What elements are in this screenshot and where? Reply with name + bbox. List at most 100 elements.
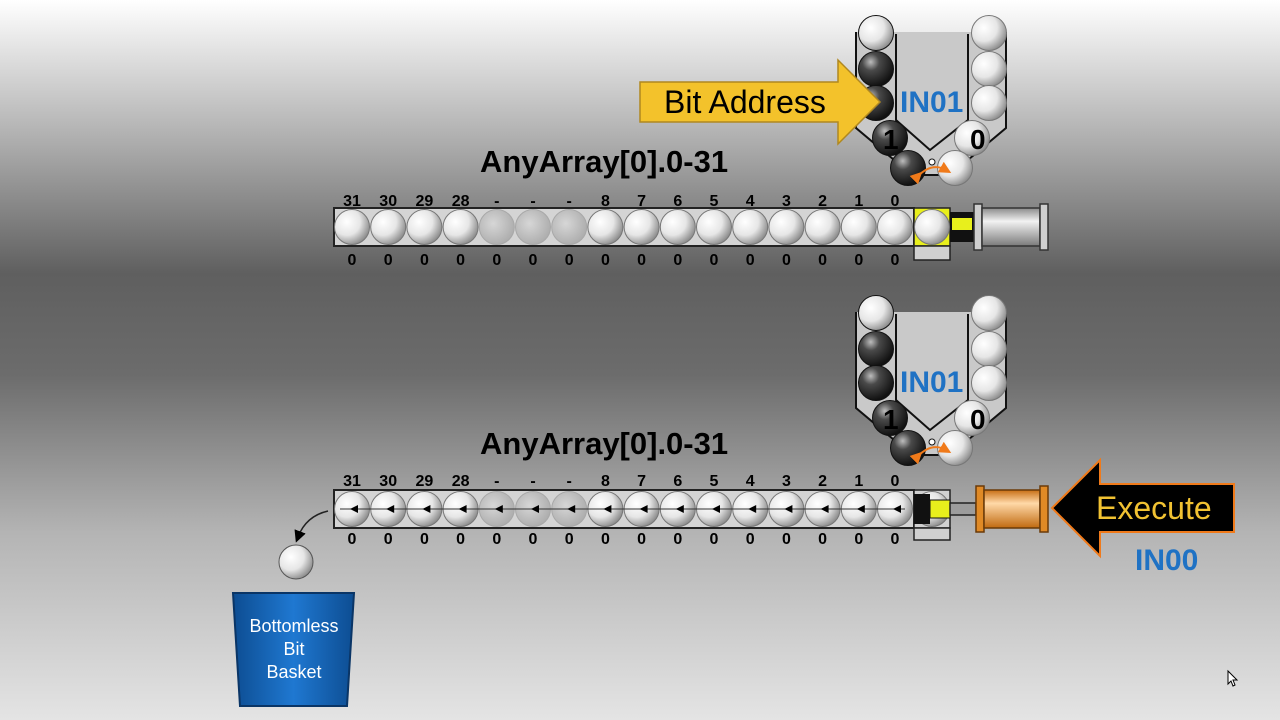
upper-bit-ball <box>587 209 624 245</box>
lower-cylinder-cap-right <box>1039 485 1049 533</box>
upper-bit-label: 3 <box>782 193 791 210</box>
upper-bit-value: 0 <box>384 252 393 269</box>
upper-hopper-zero-ball <box>971 15 1007 51</box>
lower-hopper-one-ball <box>858 295 894 331</box>
lower-bit-label: - <box>494 473 499 490</box>
lower-shift-arrows <box>340 505 905 513</box>
upper-hopper-one-ball <box>890 150 926 186</box>
lower-bit-value: 0 <box>637 531 646 548</box>
lower-gate-pivot <box>928 438 936 446</box>
shift-arrow-icon <box>531 505 539 513</box>
upper-bit-label: 4 <box>746 193 755 210</box>
upper-hopper-zero-ball <box>954 120 990 156</box>
lower-hopper-balls <box>858 295 1007 466</box>
lower-cylinder-cap-left <box>975 485 985 533</box>
upper-hopper-divider <box>895 34 969 152</box>
upper-hopper: 1 0 IN01 <box>855 15 1007 186</box>
basket-shape <box>231 592 356 707</box>
upper-bit-value: 0 <box>818 252 827 269</box>
upper-bit-ball <box>840 209 877 245</box>
lower-hopper-one-ball <box>858 365 894 401</box>
lower-bit-value: 0 <box>565 531 574 548</box>
upper-bit-ball <box>334 209 370 245</box>
upper-bit-value: 0 <box>637 252 646 269</box>
bit-address-label: Bit Address <box>664 84 826 120</box>
upper-bit-value: 0 <box>348 252 357 269</box>
upper-bit-ball <box>370 209 407 245</box>
lower-hopper-one-ball <box>858 331 894 367</box>
lower-input-label: IN01 <box>900 366 963 399</box>
lower-bit-value: 0 <box>673 531 682 548</box>
upper-hopper-one-ball <box>872 120 908 156</box>
upper-slot-ball <box>914 209 950 245</box>
upper-hopper-one-label: 1 <box>883 124 899 155</box>
lower-bit-label: 31 <box>343 473 361 490</box>
upper-bit-ball <box>406 209 443 245</box>
bottomless-bit-basket: Bottomless Bit Basket <box>231 592 356 707</box>
lower-hopper-divider <box>895 314 969 432</box>
lower-hopper-zero-ball <box>971 331 1007 367</box>
upper-bit-ball <box>804 209 841 245</box>
upper-input-label: IN01 <box>900 86 963 119</box>
upper-bit-label: 5 <box>710 193 719 210</box>
upper-bit-label: 0 <box>891 193 900 210</box>
execute-label: Execute <box>1096 490 1212 526</box>
lower-bit-label: 3 <box>782 473 791 490</box>
upper-hopper-zero-label: 0 <box>970 124 986 155</box>
upper-bit-label: 29 <box>416 193 434 210</box>
upper-bit-ball <box>478 209 515 245</box>
shift-arrow-icon <box>893 505 901 513</box>
shift-arrow-icon <box>422 505 431 513</box>
lower-hopper-zero-label: 0 <box>970 404 986 435</box>
lower-bit-label: - <box>567 473 572 490</box>
upper-register: 1 0 IN01 Bit Address AnyArray[0].0-31 31… <box>333 15 1049 269</box>
shift-arrow-icon <box>386 505 395 513</box>
execute-arrow: Execute IN00 <box>1050 457 1235 577</box>
lower-cylinder-body <box>983 489 1041 529</box>
upper-bit-ball <box>442 209 479 245</box>
upper-bit-value: 0 <box>673 252 682 269</box>
falling-bit-ball <box>278 544 314 580</box>
lower-bit-value: 0 <box>384 531 393 548</box>
upper-cylinder-cap-left <box>973 203 983 251</box>
upper-bit-value: 0 <box>601 252 610 269</box>
upper-hopper-zero-ball <box>971 51 1007 87</box>
upper-hopper-one-ball <box>858 51 894 87</box>
upper-bit-label: 1 <box>854 193 863 210</box>
upper-bit-ball <box>732 209 769 245</box>
upper-bit-value: 0 <box>891 252 900 269</box>
upper-bit-value: 0 <box>854 252 863 269</box>
upper-bit-ball <box>623 209 660 245</box>
shift-arrow-icon <box>820 505 829 513</box>
lower-bit-label: 8 <box>601 473 610 490</box>
upper-bit-value: 0 <box>420 252 429 269</box>
upper-gate-arrow <box>909 161 952 185</box>
lower-piston-mark <box>929 499 951 519</box>
lower-gate-arrow <box>909 441 952 465</box>
shift-arrow-icon <box>712 505 720 513</box>
upper-cylinder-body <box>981 207 1041 247</box>
bit-address-arrow: Bit Address <box>639 58 882 146</box>
upper-hopper-zero-ball <box>971 85 1007 121</box>
upper-gate-pivot <box>928 158 936 166</box>
upper-bit-ball <box>768 209 805 245</box>
basket-line-3: Basket <box>266 662 321 682</box>
lower-bit-value: 0 <box>601 531 610 548</box>
lower-bit-value: 0 <box>529 531 538 548</box>
lower-bit-value: 0 <box>492 531 501 548</box>
upper-bit-label: 31 <box>343 193 361 210</box>
lower-cylinder <box>914 485 1049 533</box>
upper-bit-balls <box>334 209 950 245</box>
lower-bit-value: 0 <box>746 531 755 548</box>
lower-bit-label: 1 <box>854 473 863 490</box>
upper-cylinder <box>950 203 1049 251</box>
basket-line-2: Bit <box>283 639 304 659</box>
lower-bit-value: 0 <box>420 531 429 548</box>
bit-address-arrow-shape <box>639 58 882 146</box>
lower-bit-value: 0 <box>710 531 719 548</box>
shift-arrow-icon <box>748 505 757 513</box>
